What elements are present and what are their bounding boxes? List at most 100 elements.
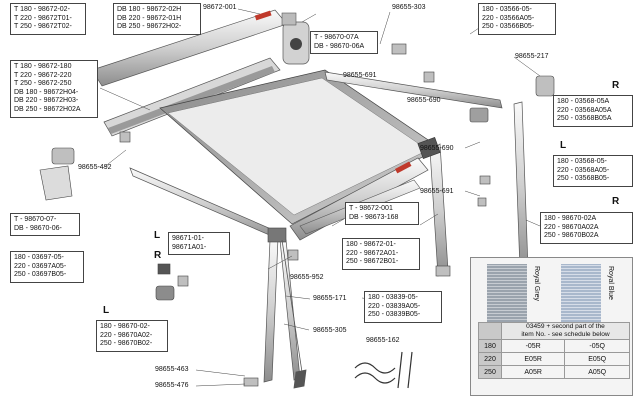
top-bar-db-line: DB 250 - 98672H02- — [117, 23, 182, 31]
arm-l-line: 180 - 03568-05- — [557, 158, 607, 165]
canopy-line: DB 220 - 98672H03- — [14, 97, 79, 105]
end-cap-line: DB - 98670-06- — [14, 224, 62, 232]
joint-line: 98671A01- — [172, 243, 207, 251]
fabric-note: 03459 + second part of the item No. - se… — [501, 322, 630, 340]
side-letter-r-joint: R — [154, 250, 162, 261]
joint-box: 98671-01- 98671A01- — [168, 232, 230, 256]
table-row: 220 E05R E05Q — [478, 352, 630, 366]
row-size: 250 — [478, 365, 502, 379]
arm-r1-line: 220 - 03568A05A — [557, 106, 612, 114]
bracket-line: DB - 98670-06A — [314, 42, 365, 50]
row-blue-code: E05Q — [564, 352, 630, 366]
canopy-line: T 220 - 98672-220 — [14, 71, 72, 79]
canopy-line: T 250 - 98672-250 — [14, 80, 72, 88]
label-98655-162: 98655-162 — [366, 337, 400, 344]
leg-l-line: 180 - 98670-02- — [100, 323, 150, 330]
canopy-line: T 180 - 98672-180 — [14, 63, 72, 70]
rafter-top-line: 250 - 03566B05- — [482, 23, 535, 31]
bracket-box: T - 98670-07A DB - 98670-06A — [310, 31, 378, 55]
fabric-note-line: item No. - see schedule below — [521, 331, 610, 338]
label-98655-690-mid: 98655-690 — [420, 145, 454, 152]
row-grey-code: A05R — [500, 365, 566, 379]
arm-r1-line: 180 - 03568-05A — [557, 98, 610, 105]
arm-r1-line: 250 - 03568B05A — [557, 115, 612, 123]
row-blue-code: -05Q — [564, 339, 630, 353]
side-letter-l-leg: L — [103, 305, 110, 316]
leg-bottom-line: 220 - 03839A05- — [368, 302, 421, 310]
left-arm-box: 180 - 03697-05- 220 - 03697A05- 250 - 03… — [10, 251, 84, 283]
end-cap-line: T - 98670-07- — [14, 216, 57, 223]
top-bar-db-line: DB 180 - 98672-02H — [117, 6, 182, 13]
label-98655-463: 98655-463 — [155, 366, 189, 373]
side-letter-r: R — [612, 80, 620, 91]
rafter-top-line: 180 - 03566-05- — [482, 6, 532, 13]
small-parts — [39, 43, 555, 387]
top-bar-db-line: DB 220 - 98672-01H — [117, 14, 182, 22]
arm-l-line: 220 - 03568A05- — [557, 166, 610, 174]
arm-r2-line: 220 - 98670A02A — [544, 223, 599, 231]
right-rafter — [324, 71, 529, 277]
arm-r2-line: 180 - 98670-02A — [544, 215, 597, 222]
label-98655-217: 98655-217 — [515, 53, 549, 60]
canopy-line: DB 180 - 98672H04- — [14, 88, 79, 96]
arm-l-box: 180 - 03568-05- 220 - 03568A05- 250 - 03… — [553, 155, 633, 187]
top-bar-t-line: T 250 - 98672T02- — [14, 23, 72, 31]
table-row: 250 A05R A05Q — [478, 365, 630, 379]
fabric-table: 03459 + second part of the item No. - se… — [478, 322, 630, 379]
lead-rail-line: 180 - 98672-01- — [346, 241, 396, 248]
label-98655-691-mid: 98655-691 — [420, 188, 454, 195]
top-bar-t-box: T 180 - 98672-02- T 220 - 98672T01- T 25… — [10, 3, 86, 35]
label-98655-691-top: 98655-691 — [343, 72, 377, 79]
label-98655-690-top: 98655-690 — [407, 97, 441, 104]
left-arm-line: 180 - 03697-05- — [14, 254, 64, 261]
royal-grey-swatch — [487, 264, 527, 322]
side-letter-l: L — [560, 140, 567, 151]
front-bar-line: DB - 98673-168 — [349, 213, 399, 221]
side-letter-l-joint: L — [154, 230, 161, 241]
leg-bottom-line: 250 - 03839B05- — [368, 311, 421, 319]
arm-r2-box: 180 - 98670-02A 220 - 98670A02A 250 - 98… — [540, 212, 633, 244]
lead-rail-line: 250 - 98672B01- — [346, 258, 399, 266]
row-blue-code: A05Q — [564, 365, 630, 379]
canopy-cassette-part — [103, 57, 281, 137]
royal-grey-label: Royal Grey — [533, 266, 540, 302]
label-98672-001: 98672-001 — [203, 4, 237, 11]
wall-bracket-part — [281, 12, 310, 65]
leg-bottom-box: 180 - 03839-05- 220 - 03839A05- 250 - 03… — [364, 291, 442, 323]
left-arm-line: 250 - 03697B05- — [14, 271, 67, 279]
canopy-line: DB 250 - 98672H02A — [14, 105, 81, 113]
rafter-top-box: 180 - 03566-05- 220 - 03566A05- 250 - 03… — [478, 3, 556, 35]
rafter-top-line: 220 - 03566A05- — [482, 14, 535, 22]
label-98655-952: 98655-952 — [290, 274, 324, 281]
label-98655-492: 98655-492 — [78, 164, 112, 171]
arm-l-line: 250 - 03568B05- — [557, 175, 610, 183]
leg-l-box: 180 - 98670-02- 220 - 98670A02- 250 - 98… — [96, 320, 168, 352]
top-bar-t-line: T 220 - 98672T01- — [14, 14, 72, 22]
fabric-table-corner — [478, 322, 502, 340]
label-98655-476: 98655-476 — [155, 382, 189, 389]
royal-blue-swatch — [561, 264, 601, 322]
canopy-box: T 180 - 98672-180 T 220 - 98672-220 T 25… — [10, 60, 98, 118]
row-size: 220 — [478, 352, 502, 366]
table-row: 180 -05R -05Q — [478, 339, 630, 353]
leg-l-line: 220 - 98670A02- — [100, 331, 153, 339]
top-bar-db-box: DB 180 - 98672-02H DB 220 - 98672-01H DB… — [113, 3, 201, 35]
side-letter-r-mid: R — [612, 196, 620, 207]
label-98655-305: 98655-305 — [313, 327, 347, 334]
end-cap-box: T - 98670-07- DB - 98670-06- — [10, 213, 80, 237]
royal-blue-label: Royal Blue — [607, 266, 614, 300]
fabric-note-line: 03459 + second part of the — [526, 323, 605, 330]
leg-l-line: 250 - 98670B02- — [100, 340, 153, 348]
tension-rope — [281, 239, 307, 389]
straps-and-pegs — [354, 351, 413, 389]
front-bar-line: T - 98672-001 — [349, 205, 393, 212]
top-bar-t-line: T 180 - 98672-02- — [14, 6, 70, 13]
arm-r2-line: 250 - 98670B02A — [544, 232, 599, 240]
label-98655-303: 98655-303 — [392, 4, 426, 11]
front-bar-box: T - 98672-001 DB - 98673-168 — [345, 202, 419, 226]
row-grey-code: -05R — [500, 339, 566, 353]
lead-rail-box: 180 - 98672-01- 220 - 98672A01- 250 - 98… — [342, 238, 420, 270]
label-98655-171: 98655-171 — [313, 295, 347, 302]
